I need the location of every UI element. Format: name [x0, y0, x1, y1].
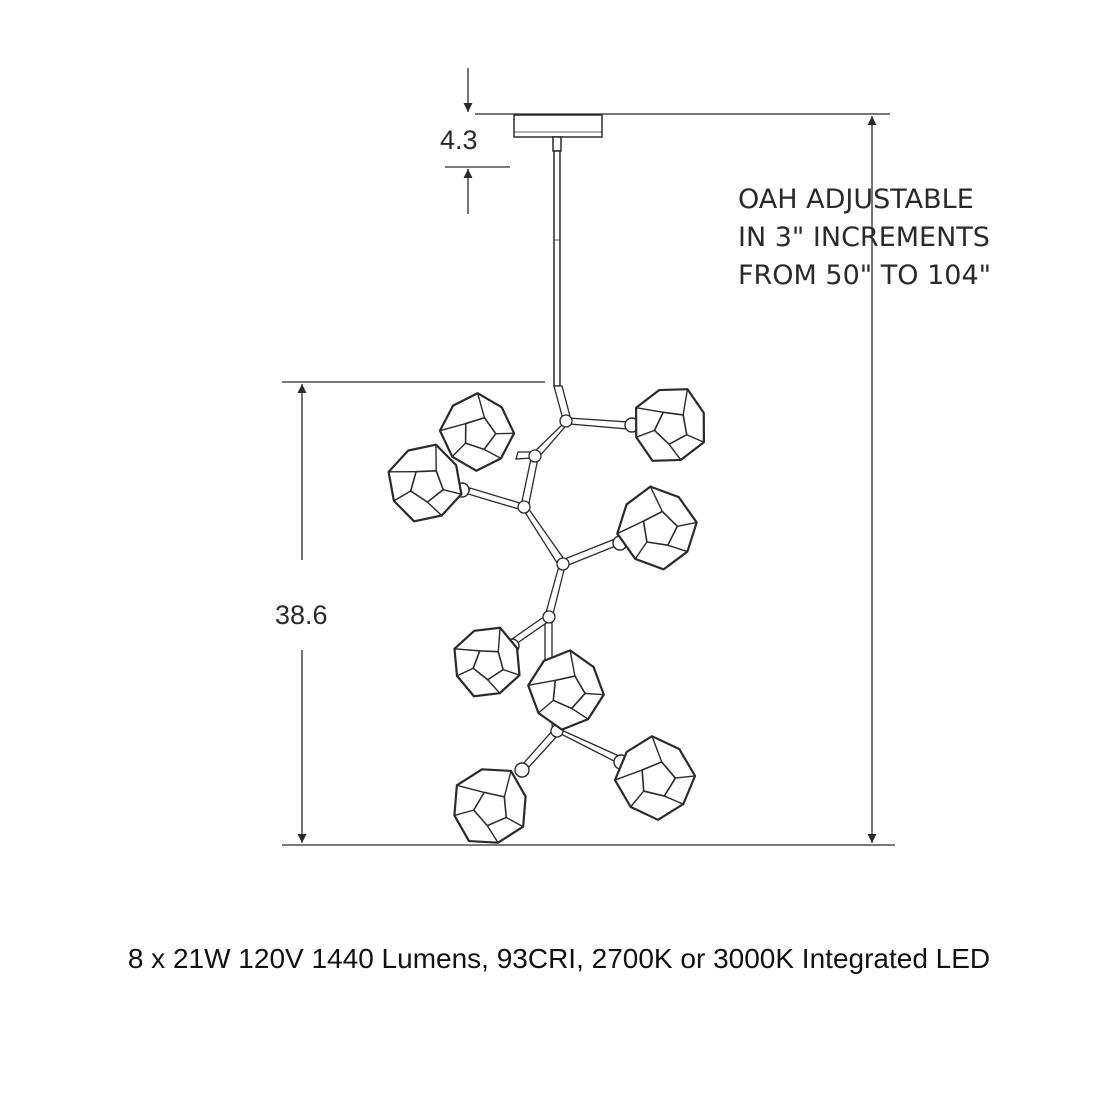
- lamp-specification: 8 x 21W 120V 1440 Lumens, 93CRI, 2700K o…: [127, 943, 991, 974]
- glass-shades: [387, 388, 706, 844]
- canopy: [513, 114, 603, 138]
- glass-shade: [438, 392, 516, 472]
- glass-shade: [387, 443, 463, 523]
- stem-collar: [552, 136, 562, 152]
- glass-shade: [453, 626, 521, 698]
- canopy-height-label: 4.3: [440, 125, 478, 155]
- oah-note-line-2: IN 3" INCREMENTS: [738, 222, 990, 253]
- oah-note-line-3: FROM 50" TO 104": [738, 260, 992, 291]
- fixture-height-label: 38.6: [275, 600, 328, 630]
- glass-shade: [616, 485, 698, 571]
- dimension-lines: [282, 68, 895, 846]
- glass-shade: [634, 388, 706, 462]
- canopy-and-stem: [513, 114, 603, 387]
- oah-note-line-1: OAH ADJUSTABLE: [738, 184, 974, 215]
- oah-note: OAH ADJUSTABLE IN 3" INCREMENTS FROM 50"…: [738, 181, 991, 295]
- socket: [514, 762, 530, 778]
- stem-rod: [553, 150, 561, 387]
- glass-shade: [453, 768, 527, 844]
- glass-shade: [527, 649, 605, 731]
- glass-shade: [613, 735, 697, 821]
